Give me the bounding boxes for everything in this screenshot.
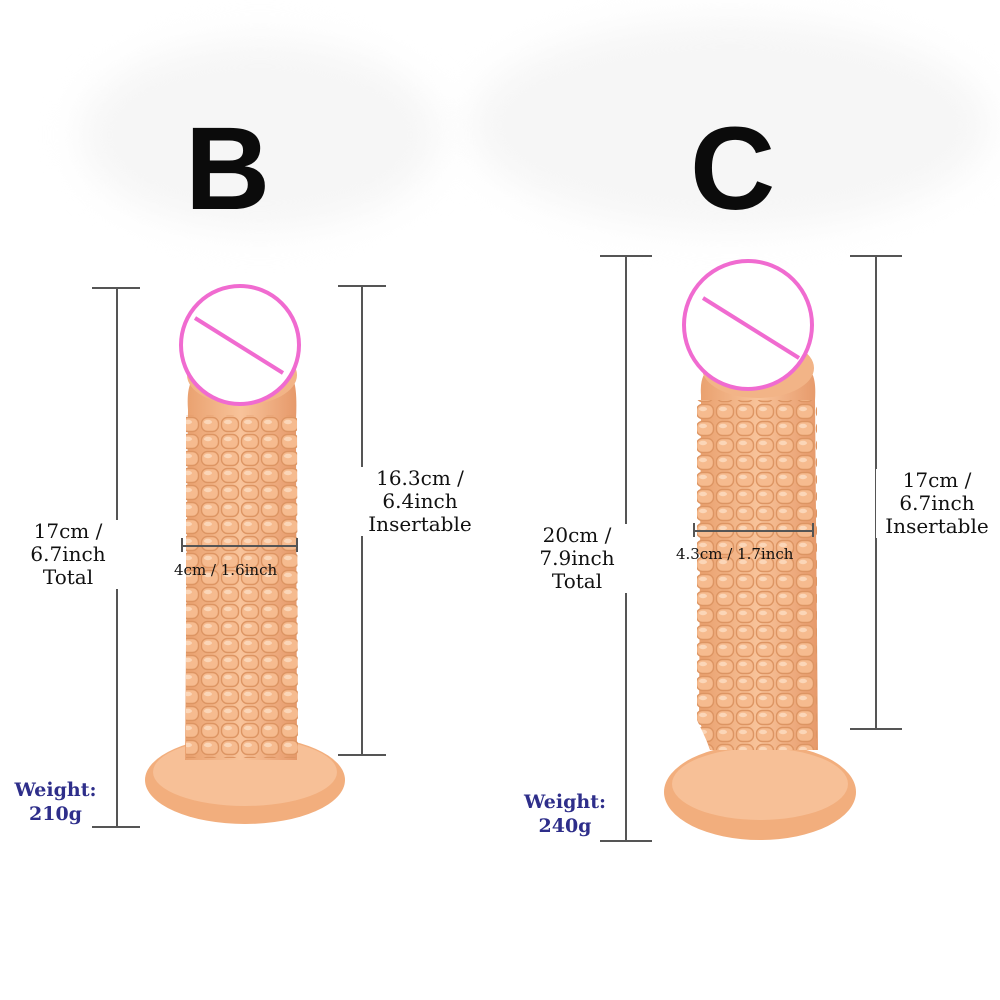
total-length-caption: Total (42, 565, 94, 589)
width-measure-tick (693, 523, 695, 537)
total-length-inch: 6.7inch (30, 542, 106, 566)
product-image-c (655, 250, 875, 850)
dimension-cap (338, 754, 386, 756)
total-length-inch: 7.9inch (539, 546, 615, 570)
weight-label: Weight: 210g (8, 778, 103, 826)
insertable-length-caption: Insertable (885, 514, 989, 538)
weight-caption: Weight: (524, 791, 606, 813)
weight-value: 240g (538, 815, 592, 837)
insertable-length-inch: 6.4inch (382, 489, 458, 513)
weight-caption: Weight: (14, 779, 97, 801)
dimension-cap (600, 840, 652, 842)
product-image-b (140, 280, 360, 840)
width-label: 4cm / 1.6inch (174, 561, 278, 579)
insertable-length-cm: 17cm / (902, 468, 972, 492)
width-label: 4.3cm / 1.7inch (676, 545, 794, 563)
width-measure-tick (812, 523, 814, 537)
width-measure-tick (181, 538, 183, 552)
variant-letter-b: B (185, 103, 271, 235)
total-length-cm: 20cm / (542, 523, 612, 547)
background-haze (470, 20, 990, 230)
insertable-length-inch: 6.7inch (899, 491, 975, 515)
background-haze (80, 40, 440, 230)
weight-value: 210g (29, 803, 82, 825)
dimension-cap (92, 826, 140, 828)
insertable-length-caption: Insertable (368, 512, 472, 536)
dimension-cap (850, 728, 902, 730)
variant-letter-c: C (690, 103, 776, 235)
weight-label: Weight: 240g (515, 790, 615, 838)
width-measure-line (694, 530, 814, 532)
total-length-cm: 17cm / (33, 519, 103, 543)
width-measure-tick (296, 538, 298, 552)
insertable-length-label: 17cm / 6.7inch Insertable (876, 469, 998, 538)
total-length-caption: Total (551, 569, 603, 593)
insertable-length-label: 16.3cm / 6.4inch Insertable (360, 467, 480, 536)
insertable-length-cm: 16.3cm / (376, 466, 464, 490)
total-length-label: 20cm / 7.9inch Total (527, 524, 627, 593)
total-length-label: 17cm / 6.7inch Total (18, 520, 118, 589)
width-measure-line (182, 545, 298, 547)
